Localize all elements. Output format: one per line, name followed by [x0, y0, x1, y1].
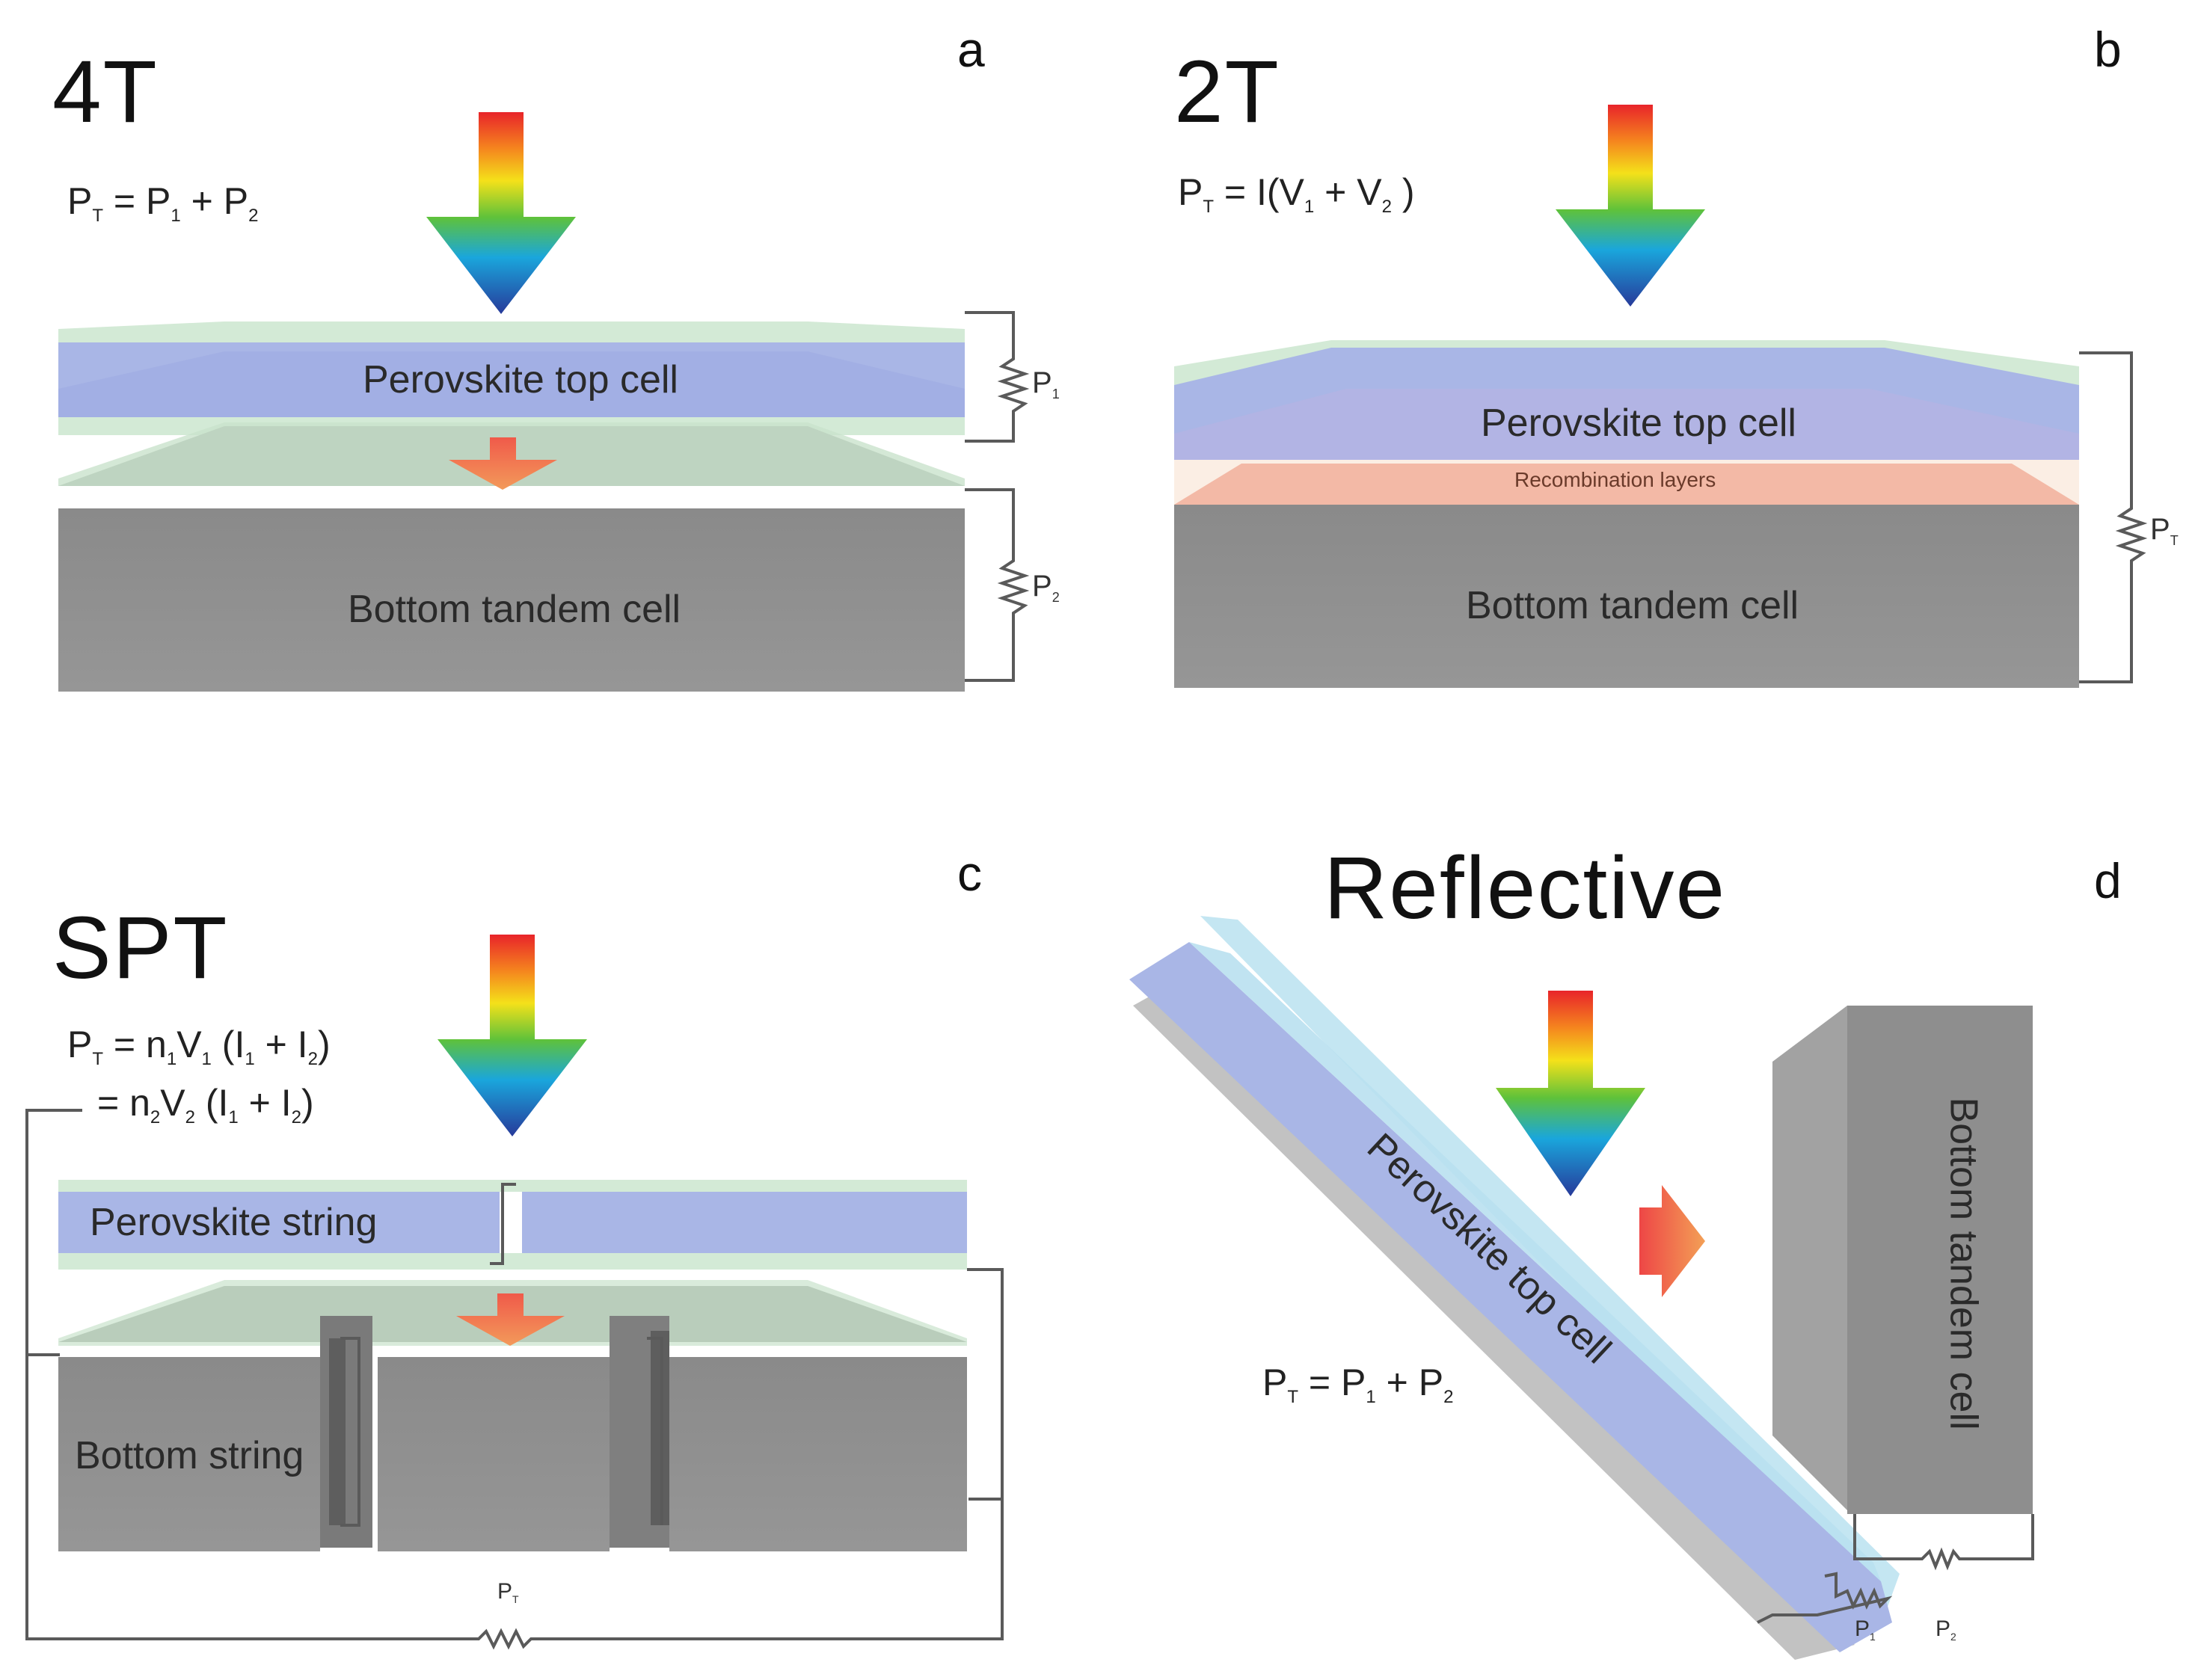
bottom-block-1-side	[320, 1316, 372, 1548]
wire-p1	[1757, 1572, 1893, 1624]
panel-title-reflective: Reflective	[1324, 839, 1727, 938]
reflected-light-arrow-icon	[1639, 1185, 1705, 1297]
panel-spt-graphic	[25, 935, 1004, 1650]
bottom-string-block-1	[58, 1357, 320, 1551]
bottom-cell-bevel	[1772, 1006, 1847, 1510]
bottom-string-block-2	[378, 1357, 610, 1551]
perovskite-facet	[58, 351, 965, 417]
panel-4t: a 4T PT = P1 + P2 Perovskite top cell Bo…	[0, 0, 1099, 822]
sunlight-arrow-icon	[1496, 991, 1645, 1196]
bottom-tandem-cell	[1847, 1006, 2033, 1514]
perovskite-facet	[1174, 389, 2079, 460]
panel-title-spt: SPT	[52, 899, 229, 997]
bottom-tandem-cell-label: Bottom tandem cell	[1941, 1097, 1986, 1430]
sunlight-arrow-icon	[1556, 105, 1705, 307]
wire-right-tap	[967, 1268, 1004, 1499]
sunlight-arrow-icon	[438, 935, 587, 1136]
transmitted-light-arrow-icon	[449, 437, 557, 490]
formula-4t: PT = P1 + P2	[67, 180, 259, 226]
perovskite-top-cell-label: Perovskite top cell	[363, 358, 678, 401]
resistor-pt-label: PT	[2150, 513, 2179, 548]
panel-reflective: d Reflective PT = P1 + P2 Perovskite top…	[1099, 822, 2198, 1680]
wire-p2	[965, 488, 1030, 682]
bottom-string-label: Bottom string	[75, 1434, 304, 1477]
panel-2t: b 2T PT = I(V1 + V2 ) Perovskite top cel…	[1099, 0, 2198, 822]
lower-glass-layer	[58, 1253, 967, 1270]
panel-title-4t: 4T	[52, 43, 159, 141]
bottom-tandem-cell-label: Bottom tandem cell	[1466, 584, 1799, 627]
top-glass-layer	[58, 321, 965, 342]
panel-reflective-graphic	[1129, 916, 2034, 1660]
panel-spt: c SPT PT = n1V1 (I1 + I2) = n2V2 (I1 + I…	[0, 822, 1099, 1680]
wire-pt	[2079, 351, 2148, 683]
perovskite-string-right	[522, 1192, 967, 1253]
perovskite-facet	[1189, 942, 1881, 1581]
resistor-pt-label: PT	[497, 1579, 519, 1605]
formula-spt-line1: PT = n1V1 (I1 + I2)	[67, 1024, 331, 1069]
recombination-layers-label: Recombination layers	[1514, 468, 1716, 491]
perovskite-string-left	[58, 1192, 500, 1253]
panel-letter-d: d	[2094, 853, 2122, 908]
panel-letter-c: c	[957, 846, 982, 901]
panel-letter-a: a	[957, 22, 985, 77]
formula-reflective: PT = P1 + P2	[1262, 1361, 1454, 1407]
wire-p1	[965, 311, 1030, 443]
bottom-string-block-3	[669, 1357, 967, 1551]
perovskite-top-cell	[1129, 942, 1892, 1652]
perovskite-top-cell-label: Perovskite top cell	[1481, 401, 1796, 445]
bottom-tandem-cell-label: Bottom tandem cell	[348, 588, 681, 631]
wire-p2	[1853, 1514, 2034, 1571]
bottom-block-2-inner	[651, 1331, 669, 1525]
transmitted-light-arrow-icon	[456, 1293, 565, 1346]
resistor-p1-label: P1	[1032, 366, 1060, 401]
panel-title-2t: 2T	[1174, 43, 1280, 141]
wire-pt	[25, 1109, 1004, 1650]
resistor-p2-label: P2	[1032, 570, 1060, 605]
bottom-block-1-inner	[329, 1338, 346, 1525]
formula-spt-line2: = n2V2 (I1 + I2)	[97, 1082, 314, 1127]
sunlight-arrow-icon	[426, 112, 576, 314]
perovskite-interconnect	[490, 1183, 516, 1265]
bottom-series-link-1	[340, 1337, 360, 1527]
panel-4t-graphic	[58, 112, 1030, 692]
formula-2t: PT = I(V1 + V2 )	[1178, 171, 1415, 217]
perovskite-string-label: Perovskite string	[90, 1201, 378, 1244]
bottom-series-link-2	[647, 1337, 663, 1525]
panel-letter-b: b	[2094, 22, 2122, 77]
recombination-layers	[1174, 464, 2079, 505]
bottom-tandem-cell	[1174, 505, 2079, 688]
resistor-p1-label: P1	[1855, 1616, 1876, 1643]
bottom-tandem-cell	[58, 508, 965, 692]
panel-2t-graphic	[1174, 105, 2148, 688]
resistor-p2-label: P2	[1935, 1616, 1956, 1643]
